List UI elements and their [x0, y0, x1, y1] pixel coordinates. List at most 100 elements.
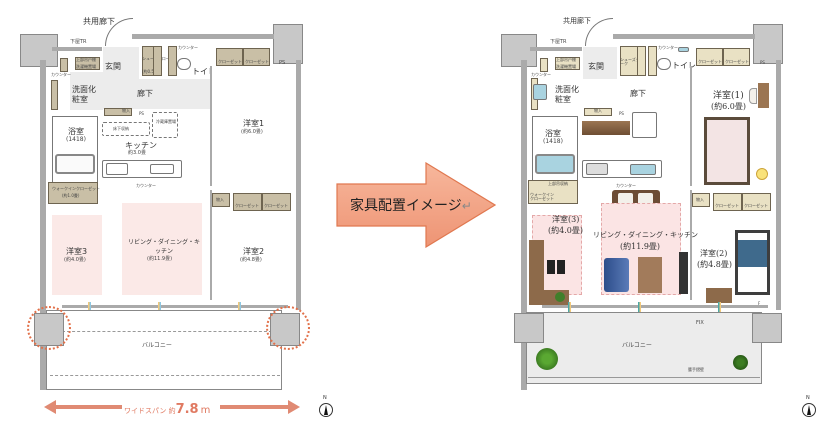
sofa: [604, 258, 629, 292]
label-walkin: ウォークインクローゼット: [530, 192, 554, 201]
balcony-dash-line: [62, 331, 272, 332]
label-common-corridor: 共用廊下: [563, 17, 591, 25]
wall-left: [40, 60, 46, 390]
toilet-shelf: [168, 46, 177, 76]
label-bedroom3: 洋室(3): [552, 215, 580, 224]
balcony: [46, 310, 282, 390]
bedroom3-floor: [52, 215, 102, 295]
label-walkin: ウォークインクローゼット: [52, 186, 100, 191]
lamp-icon: [756, 168, 768, 180]
pillar-top-left: [20, 34, 58, 67]
label-counter-toilet: カウンター: [178, 45, 198, 50]
closet-c: [233, 193, 262, 211]
label-bedroom2: 洋室2: [243, 247, 265, 256]
tv-stand: [679, 252, 688, 294]
plant-icon: [555, 292, 565, 302]
upper-cabinet: [60, 58, 68, 72]
closet-b: [723, 48, 750, 66]
label-bedroom3-size: (約4.0畳): [64, 257, 86, 263]
label-washroom: 洗面化粧室: [72, 85, 96, 104]
wall-right: [296, 60, 301, 310]
pillar-top-right: [273, 24, 303, 64]
wall-bedroom1-left: [210, 66, 212, 186]
label-bedroom1: 洋室(1): [713, 91, 744, 101]
bed-bedroom1: [704, 117, 750, 185]
label-bedroom1-size: (約6.0畳): [711, 102, 746, 111]
label-counter-kitchen: カウンター: [616, 183, 636, 188]
arrow-head-right: [288, 400, 300, 414]
chair-bedroom3: [547, 260, 555, 274]
balcony: [526, 312, 762, 384]
laundry-pan: [555, 57, 580, 70]
closet-d: [742, 193, 771, 211]
corridor-floor: [103, 79, 213, 109]
return-mark: ↵: [461, 199, 472, 213]
upper-cabinet: [540, 58, 548, 72]
wash-counter: [51, 80, 58, 110]
label-closet-d: クローゼット: [744, 203, 768, 208]
label-shoes-cloak-size: (約0.5畳): [142, 69, 160, 74]
label-ldk: リビング・ダイニング・キッチン: [593, 231, 698, 239]
wall-top: [613, 34, 755, 39]
label-closet-d: クローゼット: [264, 203, 288, 208]
label-ps-top: PS: [760, 60, 765, 65]
movable-shelf: [637, 46, 646, 76]
storage-mid: [584, 108, 612, 116]
label-closet-a: クローゼット: [218, 59, 242, 64]
label-entrance: 玄関: [588, 62, 604, 71]
desk-bedroom3: [529, 240, 544, 305]
furniture-layout-callout: 家具配置イメージ↵: [336, 162, 496, 248]
pillar-highlight-right: [266, 306, 310, 350]
balcony-dash-line: [50, 375, 280, 376]
label-toilet: トイレ: [672, 61, 696, 70]
bathtub: [55, 154, 95, 174]
label-ps-top: PS: [279, 60, 286, 66]
chair-bedroom3: [557, 260, 565, 274]
movable-shelf: [153, 46, 162, 76]
label-shoes-cloak: シューズクローク: [620, 57, 644, 66]
label-counter-wash: カウンター: [51, 72, 71, 77]
label-bedroom2: 洋室(2): [700, 249, 728, 258]
callout-arrow-shape: [336, 162, 496, 248]
label-bedroom2-size: (約4.8畳): [697, 260, 732, 269]
pillar-bottom-right: [752, 313, 782, 343]
label-counter-wash: カウンター: [531, 72, 551, 77]
label-bedroom3-size: (約4.0畳): [548, 226, 583, 235]
bed-blanket: [738, 240, 767, 267]
stove: [586, 163, 608, 175]
wall-bedroom2-left: [210, 190, 212, 300]
wall-bedroom2-left: [690, 190, 692, 300]
kitchen-sink: [630, 164, 656, 175]
pillar-bottom-left: [514, 313, 544, 343]
wall-bedroom1-left: [690, 66, 692, 186]
label-corridor: 廊下: [630, 89, 646, 98]
label-closet-a: クローゼット: [698, 59, 722, 64]
label-lower-tr: 下屋TR: [70, 39, 87, 45]
toilet-fixture: [657, 58, 671, 70]
wash-basin: [533, 84, 547, 100]
label-upper-cabinet: 上部吊戸棚: [556, 57, 576, 62]
storage-b2: [212, 193, 230, 207]
label-counter-kitchen: カウンター: [136, 183, 156, 188]
label-closet-b: クローゼット: [725, 59, 749, 64]
label-closet-c: クローゼット: [715, 203, 739, 208]
fridge: [632, 112, 657, 138]
closet-c: [713, 193, 742, 211]
label-upper-cabinet: 上部吊戸棚: [76, 57, 96, 62]
coffee-table: [638, 257, 662, 293]
label-storage-b2: 物入: [216, 197, 224, 202]
kitchen-sink: [150, 164, 174, 174]
label-laundry-pan: 洗濯機置場: [76, 64, 96, 69]
label-laundry-pan: 洗濯機置場: [556, 64, 576, 69]
toilet-fixture: [177, 58, 191, 70]
callout-label: 家具配置イメージ: [350, 198, 462, 214]
label-common-corridor: 共用廊下: [83, 17, 115, 26]
bathtub: [535, 154, 575, 174]
label-walkin-size: (約1.0畳): [62, 193, 80, 198]
sideboard-furniture: [582, 121, 630, 135]
wall-right: [776, 60, 781, 310]
window-sash: [62, 305, 288, 308]
toilet-sink: [678, 47, 689, 52]
compass-icon: [802, 403, 816, 417]
